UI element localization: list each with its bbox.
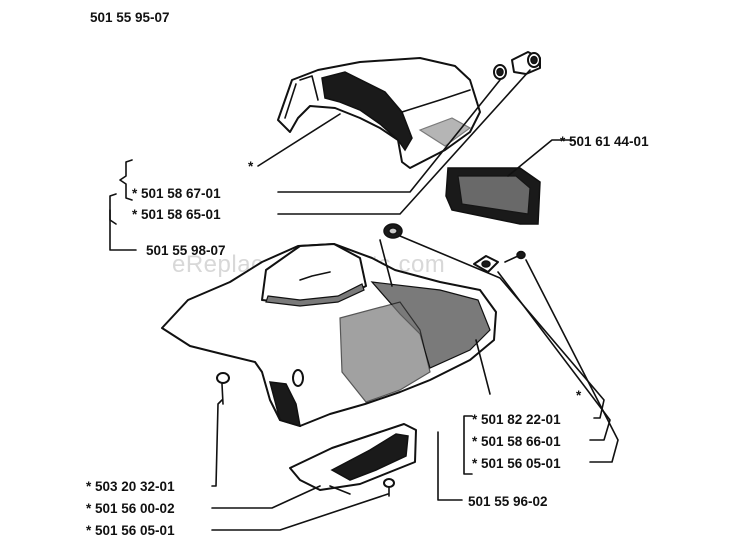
knob-parts — [493, 51, 541, 80]
label-knob-1: * 501 58 67-01 — [132, 186, 221, 201]
label-air-filter: * 501 61 44-01 — [560, 134, 649, 149]
bottom-plate-part — [289, 423, 417, 497]
label-washer: * 501 58 66-01 — [472, 434, 561, 449]
label-housing-group: 501 55 96-02 — [468, 494, 548, 509]
label-screw-right: * 501 56 05-01 — [472, 456, 561, 471]
top-cover-part — [277, 57, 481, 169]
air-filter-part — [445, 167, 541, 225]
label-grommet: * 501 82 22-01 — [472, 412, 561, 427]
label-knob-2: * 501 58 65-01 — [132, 207, 221, 222]
label-plate: * 501 56 00-02 — [86, 501, 175, 516]
small-housing-parts — [383, 223, 526, 273]
label-screw-bottom: * 501 56 05-01 — [86, 523, 175, 538]
main-housing-part — [161, 239, 497, 428]
leader-lines — [109, 69, 619, 531]
label-cover-group: 501 55 98-07 — [146, 243, 226, 258]
label-screw-left: * 503 20 32-01 — [86, 479, 175, 494]
label-cover-asterisk: * — [248, 159, 254, 174]
left-screw-part — [216, 372, 230, 405]
label-housing-asterisk: * — [576, 388, 582, 403]
diagram-title: 501 55 95-07 — [90, 10, 170, 25]
